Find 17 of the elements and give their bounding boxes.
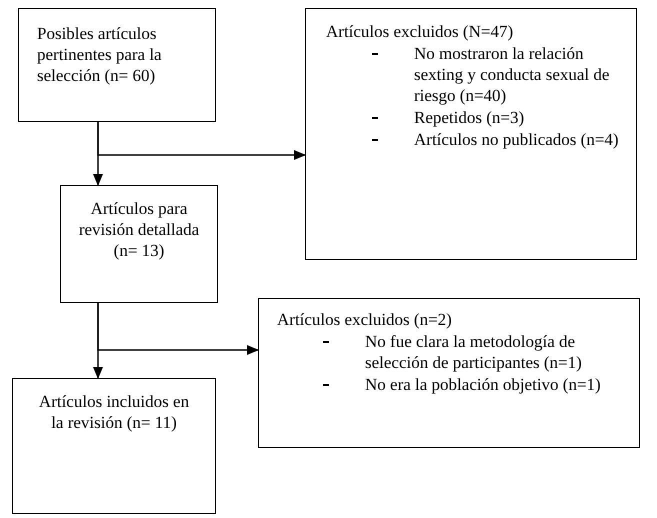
process-box — [18, 8, 216, 122]
list-item: No mostraron la relación sexting y conducta sexual de riesgo (n=40) — [414, 44, 610, 105]
box-heading: Artículos excluidos (n=2) — [277, 309, 453, 330]
list-item: No era la población objetivo (n=1) — [365, 375, 601, 394]
list-item: No fue clara la metodología de selección de participantes (n=1) — [365, 332, 582, 372]
process-box — [12, 378, 216, 514]
process-box — [258, 298, 640, 448]
list-item: Artículos no publicados (n=4) — [414, 130, 619, 149]
process-box — [305, 8, 637, 260]
process-box — [60, 185, 218, 303]
box-heading: Artículos excluidos (N=47) — [326, 21, 514, 42]
arrow — [97, 122, 306, 160]
arrow — [97, 303, 259, 355]
box-heading: Artículos incluidos en la revisión (n= 11) — [38, 391, 190, 433]
list-item: Repetidos (n=3) — [414, 108, 524, 127]
box-heading: Artículos para revisión detallada (n= 13) — [78, 198, 200, 261]
box-heading: Posibles artículos pertinentes para la selección (n= 60) — [37, 23, 163, 86]
